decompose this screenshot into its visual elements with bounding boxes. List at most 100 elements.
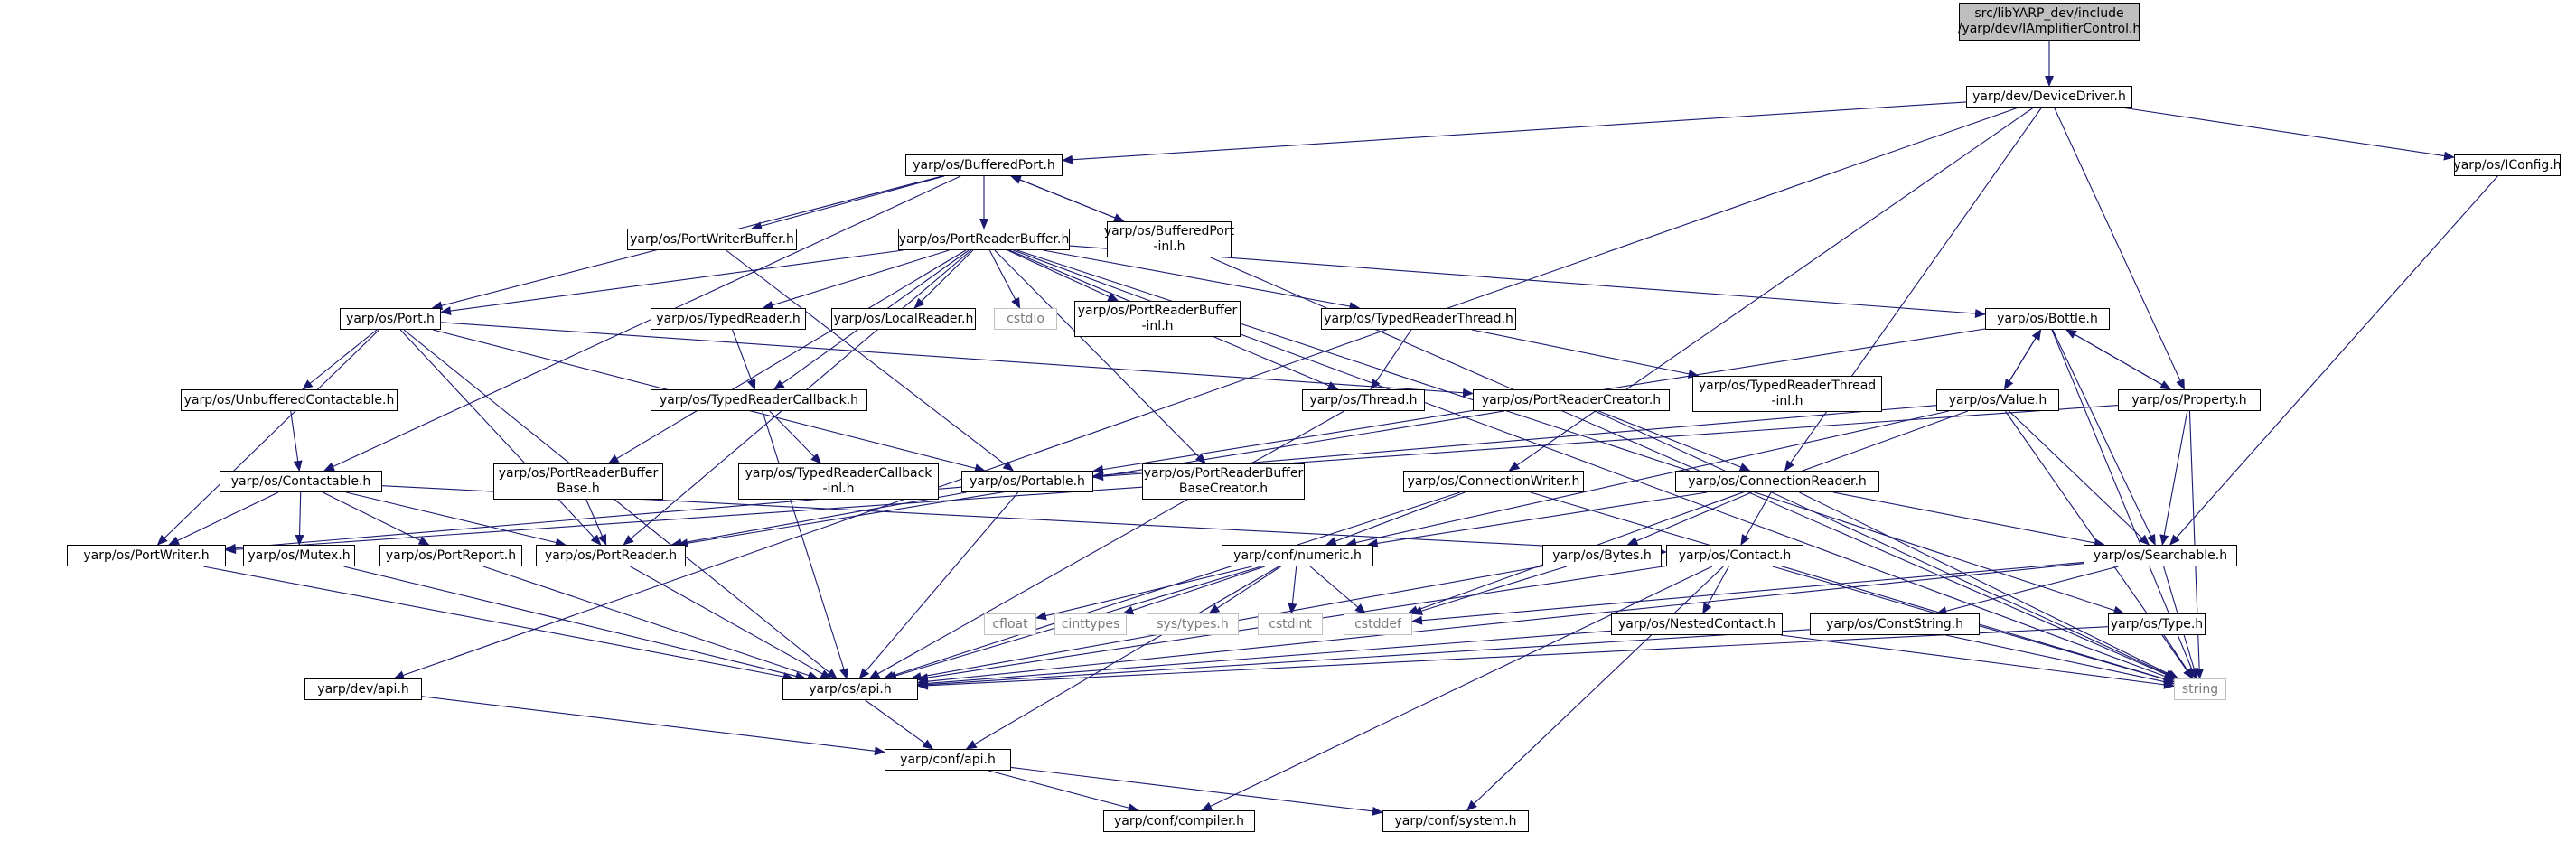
node-compiler[interactable]: yarp/conf/compiler.h xyxy=(1103,810,1255,832)
node-prcreator[interactable]: yarp/os/PortReaderCreator.h xyxy=(1473,389,1670,411)
edge-iconfig-to-searchable xyxy=(2169,175,2498,546)
edge-osapi-to-confapi xyxy=(865,699,934,750)
edge-value-to-bottle xyxy=(2003,329,2042,390)
edge-numeric-to-cstddef xyxy=(1309,566,1366,614)
node-systypes: sys/types.h xyxy=(1147,613,1239,635)
edge-contactable-to-portreport xyxy=(323,491,430,546)
edge-contactable-to-portreader xyxy=(346,491,567,547)
edge-portable-to-osapi xyxy=(858,491,1019,679)
edge-port-to-unbuf xyxy=(302,329,378,390)
node-cstdint: cstdint xyxy=(1258,613,1323,635)
edge-prbufbasecreator-to-portwriter xyxy=(225,486,1143,555)
node-nested[interactable]: yarp/os/NestedContact.h xyxy=(1611,613,1783,635)
edge-contactable-to-mutex xyxy=(295,491,304,546)
edge-property-to-searchable xyxy=(2159,410,2188,546)
node-connwriter[interactable]: yarp/os/ConnectionWriter.h xyxy=(1403,471,1584,492)
node-unbuf[interactable]: yarp/os/UnbufferedContactable.h xyxy=(181,389,398,411)
node-searchable[interactable]: yarp/os/Searchable.h xyxy=(2084,545,2237,566)
edge-trthread-to-trthreadinl xyxy=(1471,329,1700,379)
edge-port-to-portreader xyxy=(399,329,602,546)
node-bottle[interactable]: yarp/os/Bottle.h xyxy=(1985,308,2110,330)
edge-devapi-to-confapi xyxy=(421,696,885,756)
edge-numeric-to-cfloat xyxy=(1035,566,1252,621)
edge-contact-to-nested xyxy=(1702,566,1729,614)
node-portable[interactable]: yarp/os/Portable.h xyxy=(961,471,1093,492)
node-contactable[interactable]: yarp/os/Contactable.h xyxy=(220,471,382,492)
edge-confapi-to-system xyxy=(1010,766,1383,816)
edge-trcb-to-trcbinl xyxy=(769,410,822,464)
node-localreader[interactable]: yarp/os/LocalReader.h xyxy=(831,308,976,330)
node-connreader[interactable]: yarp/os/ConnectionReader.h xyxy=(1675,471,1879,492)
node-prbufinl[interactable]: yarp/os/PortReaderBuffer -inl.h xyxy=(1074,301,1241,337)
node-contact[interactable]: yarp/os/Contact.h xyxy=(1666,545,1803,566)
edge-contactable-to-portwriter xyxy=(168,491,279,546)
edge-trcb-to-osapi xyxy=(762,410,848,679)
node-type[interactable]: yarp/os/Type.h xyxy=(2108,613,2206,635)
node-string: string xyxy=(2174,678,2226,700)
node-iconfig[interactable]: yarp/os/IConfig.h xyxy=(2453,154,2562,176)
edge-value-to-searchable xyxy=(2009,410,2150,546)
edge-devdriver-to-property xyxy=(2054,107,2185,390)
node-trthread[interactable]: yarp/os/TypedReaderThread.h xyxy=(1321,308,1516,330)
edge-contact-to-compiler xyxy=(1201,566,1713,811)
edge-property-to-bottle xyxy=(2065,329,2171,390)
node-pwbuf[interactable]: yarp/os/PortWriterBuffer.h xyxy=(627,229,797,250)
node-osapi[interactable]: yarp/os/api.h xyxy=(782,678,918,700)
node-cfloat: cfloat xyxy=(984,613,1036,635)
edge-prbuf-to-typedreader xyxy=(762,249,950,310)
node-cstddef: cstddef xyxy=(1344,613,1412,635)
node-portwriter[interactable]: yarp/os/PortWriter.h xyxy=(67,545,226,566)
edge-portreport-to-osapi xyxy=(482,566,820,680)
node-portreport[interactable]: yarp/os/PortReport.h xyxy=(379,545,522,566)
node-prbufbasecreator[interactable]: yarp/os/PortReaderBuffer BaseCreator.h xyxy=(1142,463,1305,500)
edge-devdriver-to-iconfig xyxy=(2121,107,2455,161)
node-conststring[interactable]: yarp/os/ConstString.h xyxy=(1810,613,1980,635)
node-portreader[interactable]: yarp/os/PortReader.h xyxy=(536,545,686,566)
edge-unbuf-to-contactable xyxy=(290,410,303,472)
node-bytes[interactable]: yarp/os/Bytes.h xyxy=(1542,545,1662,566)
edge-conststring-to-string xyxy=(1945,634,2175,687)
node-system[interactable]: yarp/conf/system.h xyxy=(1382,810,1529,832)
node-root[interactable]: src/libYARP_dev/include /yarp/dev/IAmpli… xyxy=(1958,3,2140,41)
node-numeric[interactable]: yarp/conf/numeric.h xyxy=(1222,545,1373,566)
edge-prcreator-to-connreader xyxy=(1598,410,1751,472)
edge-conststring-to-osapi xyxy=(917,629,1811,689)
edge-bufport-to-contactable xyxy=(323,175,961,472)
edge-connreader-to-contact xyxy=(1740,491,1772,546)
node-typedreader[interactable]: yarp/os/TypedReader.h xyxy=(651,308,806,330)
node-prbufbase[interactable]: yarp/os/PortReaderBuffer Base.h xyxy=(493,463,663,500)
edge-value-to-cstddef xyxy=(1407,410,1968,614)
node-confapi[interactable]: yarp/conf/api.h xyxy=(885,749,1011,771)
edge-bufport-to-pwbuf xyxy=(751,175,945,230)
edge-bottle-to-searchable xyxy=(2052,329,2156,546)
node-property[interactable]: yarp/os/Property.h xyxy=(2118,389,2261,411)
node-trcbinl[interactable]: yarp/os/TypedReaderCallback -inl.h xyxy=(738,463,939,500)
node-bufport[interactable]: yarp/os/BufferedPort.h xyxy=(905,154,1063,176)
node-value[interactable]: yarp/os/Value.h xyxy=(1936,389,2059,411)
node-trthreadinl[interactable]: yarp/os/TypedReaderThread -inl.h xyxy=(1692,376,1882,412)
edge-searchable-to-cstddef xyxy=(1411,561,2084,625)
edge-prbuf-to-trthread xyxy=(1043,249,1361,311)
edge-confapi-to-compiler xyxy=(988,770,1139,813)
edge-connreader-to-numeric xyxy=(1366,491,1708,548)
edge-prbuf-to-port xyxy=(440,249,904,315)
node-devapi[interactable]: yarp/dev/api.h xyxy=(304,678,422,700)
node-mutex[interactable]: yarp/os/Mutex.h xyxy=(243,545,355,566)
node-prbuf[interactable]: yarp/os/PortReaderBuffer.h xyxy=(898,229,1070,250)
edge-type-to-string xyxy=(2163,634,2194,679)
node-trcb[interactable]: yarp/os/TypedReaderCallback.h xyxy=(651,389,867,411)
node-devdriver[interactable]: yarp/dev/DeviceDriver.h xyxy=(1966,86,2132,108)
edge-bytes-to-cstddef xyxy=(1411,566,1568,615)
node-port[interactable]: yarp/os/Port.h xyxy=(340,308,441,330)
edge-prbufbase-to-portreader xyxy=(585,499,607,546)
edge-prbuf-to-prbufbase xyxy=(607,249,967,464)
edge-prbuf-to-cstdio xyxy=(988,249,1021,309)
node-bufportinl[interactable]: yarp/os/BufferedPort -inl.h xyxy=(1104,221,1234,257)
edge-devdriver-to-bufport xyxy=(1062,101,1967,164)
edge-port-to-portwriter xyxy=(156,329,380,546)
edge-connwriter-to-numeric xyxy=(1325,491,1466,546)
edge-portreader-to-osapi xyxy=(630,566,832,679)
node-thread[interactable]: yarp/os/Thread.h xyxy=(1302,389,1425,411)
edge-contact-to-system xyxy=(1466,566,1724,811)
edge-searchable-to-osapi xyxy=(917,563,2084,687)
